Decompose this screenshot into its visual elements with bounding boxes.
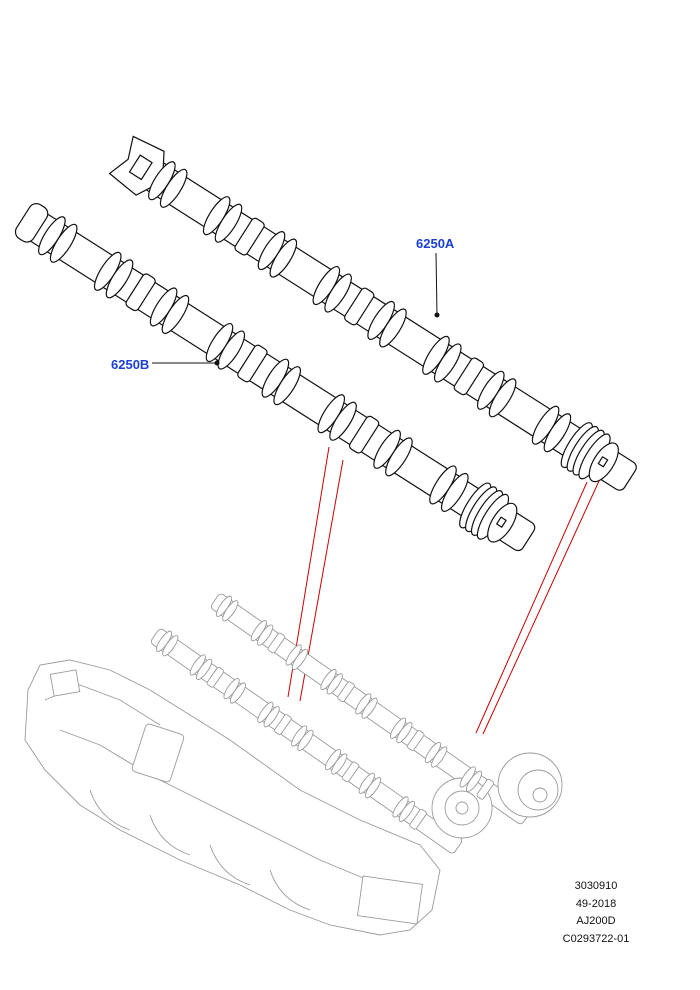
callout-leaders: [152, 252, 440, 366]
ghost-camshaft-features: [155, 595, 495, 830]
camshaft-features: [38, 161, 619, 543]
reference-block: 3030910 49-2018 AJ200D C0293722-01: [556, 878, 636, 948]
ref-line-1: 3030910: [574, 880, 618, 892]
ref-line-4: C0293722-01: [562, 932, 630, 945]
ref-line-3: AJ200D: [576, 915, 616, 927]
callout-6250a[interactable]: 6250A: [416, 236, 455, 251]
engine-assembly-ghost: [24, 593, 563, 936]
ref-line-2: 49-2018: [575, 897, 617, 910]
callout-6250b[interactable]: 6250B: [111, 357, 150, 372]
